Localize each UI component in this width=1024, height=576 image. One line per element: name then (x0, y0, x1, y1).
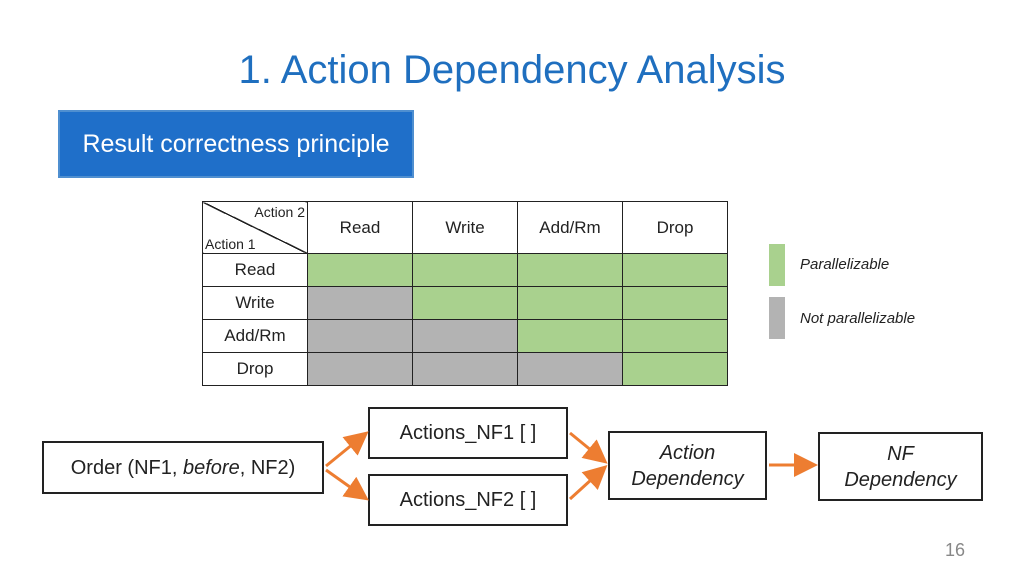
actions-nf2-label: Actions_NF2 [ ] (399, 489, 537, 511)
actions-nf1-box: Actions_NF1 [ ] (368, 407, 568, 459)
row-header: Write (202, 286, 308, 320)
page-number: 16 (945, 540, 966, 560)
principle-box: Result correctness principle (58, 110, 414, 178)
matrix-cell (412, 286, 518, 320)
matrix-cell (412, 253, 518, 287)
matrix-cell (622, 352, 728, 386)
column-header: Add/Rm (517, 201, 623, 254)
legend-label-not-parallelizable: Not parallelizable (800, 310, 916, 327)
legend-swatch-parallelizable (769, 244, 785, 286)
corner-label-action1: Action 1 (205, 236, 256, 252)
matrix-row: Drop (202, 352, 728, 386)
column-header: Read (307, 201, 413, 254)
slide-title: 1. Action Dependency Analysis (238, 48, 786, 92)
matrix-cell (517, 352, 623, 386)
matrix-cell (622, 286, 728, 320)
column-header: Write (412, 201, 518, 254)
row-header: Drop (202, 352, 308, 386)
principle-label: Result correctness principle (82, 129, 390, 158)
actions-nf2-box: Actions_NF2 [ ] (368, 474, 568, 526)
matrix-header-row: Action 2 Action 1 Read Write Add/Rm Drop (202, 201, 728, 254)
dependency-matrix: Action 2 Action 1 Read Write Add/Rm Drop… (202, 201, 728, 386)
arrow-nf2-to-action-dep (568, 464, 608, 501)
arrow-order-to-nf2 (325, 468, 369, 501)
action-dependency-label: Action Dependency (631, 441, 744, 490)
matrix-cell (517, 253, 623, 287)
matrix-row: Add/Rm (202, 319, 728, 353)
row-header: Read (202, 253, 308, 287)
actions-nf1-label: Actions_NF1 [ ] (399, 422, 537, 444)
arrow-nf1-to-action-dep (569, 431, 608, 464)
matrix-cell (622, 319, 728, 353)
matrix-cell (517, 286, 623, 320)
matrix-row: Read (202, 253, 728, 287)
order-text: Order (NF1, before, NF2) (70, 456, 296, 479)
action-dependency-box: Action Dependency (608, 431, 767, 500)
matrix-corner: Action 2 Action 1 (202, 201, 308, 254)
legend-label-parallelizable: Parallelizable (800, 256, 890, 273)
legend-swatch-not-parallelizable (769, 297, 785, 339)
matrix-row: Write (202, 286, 728, 320)
matrix-cell (307, 286, 413, 320)
nf-dependency-label: NF Dependency (844, 442, 957, 491)
column-header: Drop (622, 201, 728, 254)
nf-dependency-box: NF Dependency (818, 432, 983, 501)
matrix-cell (307, 352, 413, 386)
arrow-order-to-nf1 (325, 431, 369, 468)
row-header: Add/Rm (202, 319, 308, 353)
matrix-cell (307, 253, 413, 287)
matrix-cell (622, 253, 728, 287)
matrix-cell (517, 319, 623, 353)
corner-label-action2: Action 2 (254, 204, 305, 220)
matrix-cell (307, 319, 413, 353)
matrix-cell (412, 352, 518, 386)
matrix-cell (412, 319, 518, 353)
order-box: Order (NF1, before, NF2) (42, 441, 324, 494)
